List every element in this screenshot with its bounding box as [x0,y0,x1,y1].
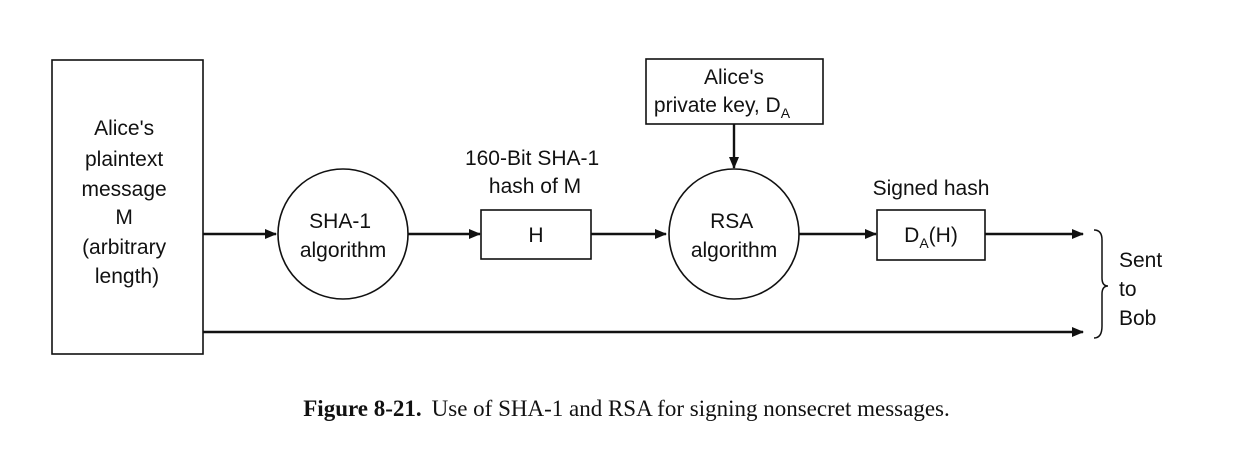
sha1-algorithm-node: SHA-1 algorithm [277,168,409,300]
svg-text:SHA-1 algorithm: SHA-1 algorithm [300,210,386,262]
figure-caption: Figure 8-21. Use of SHA-1 and RSA for sig… [0,396,1253,422]
sha1-line-1: SHA-1 [309,210,371,233]
hash-box: H [480,209,592,260]
plaintext-line-6: length) [95,265,159,288]
plaintext-line-1: Alice's [94,117,154,140]
plaintext-line-5: (arbitrary [82,236,167,259]
hash-label: 160-Bit SHA-1 hash of M [465,147,605,198]
signed-suffix: (H) [929,224,958,247]
destination-line-2: to [1119,278,1137,301]
svg-text:private key, DA: private key, DA [654,94,791,121]
destination-line-1: Sent [1119,249,1162,272]
signed-hash-label: Signed hash [873,177,990,200]
signed-main: D [904,224,919,247]
plaintext-line-3: message [81,178,166,201]
caption-text: Use of SHA-1 and RSA for signing nonsecr… [431,396,950,421]
private-key-line-2: private key, D [654,94,781,117]
signed-hash-box: DA(H) [876,209,986,261]
plaintext-message-box: Alice's plaintext message M (arbitrary l… [51,59,204,355]
private-key-box: Alice's private key, DA [645,58,824,125]
rsa-algorithm-node: RSA algorithm [668,168,800,300]
destination-brace [1093,229,1109,339]
hash-label-line-2: hash of M [489,175,581,198]
svg-text:RSA algorithm: RSA algorithm [691,210,777,262]
destination-line-3: Bob [1119,307,1156,330]
hash-box-text: H [528,224,543,247]
caption-label: Figure 8-21. [303,396,422,421]
sha1-line-2: algorithm [300,239,386,262]
rsa-line-2: algorithm [691,239,777,262]
private-key-line-1: Alice's [704,66,764,89]
plaintext-line-4: M [115,206,133,229]
plaintext-line-2: plaintext [85,148,163,171]
rsa-line-1: RSA [710,210,753,233]
signing-flow-diagram: Alice's plaintext message M (arbitrary l… [51,58,1168,355]
sent-to-bob-label: Sent to Bob [1119,249,1168,330]
private-key-subscript: A [781,105,791,121]
svg-text:DA(H): DA(H) [904,224,958,251]
svg-text:Alice's plaintext: Alice's plaintext message M (arbitrary l… [81,117,172,288]
signed-subscript: A [919,235,929,251]
hash-label-line-1: 160-Bit SHA-1 [465,147,599,170]
